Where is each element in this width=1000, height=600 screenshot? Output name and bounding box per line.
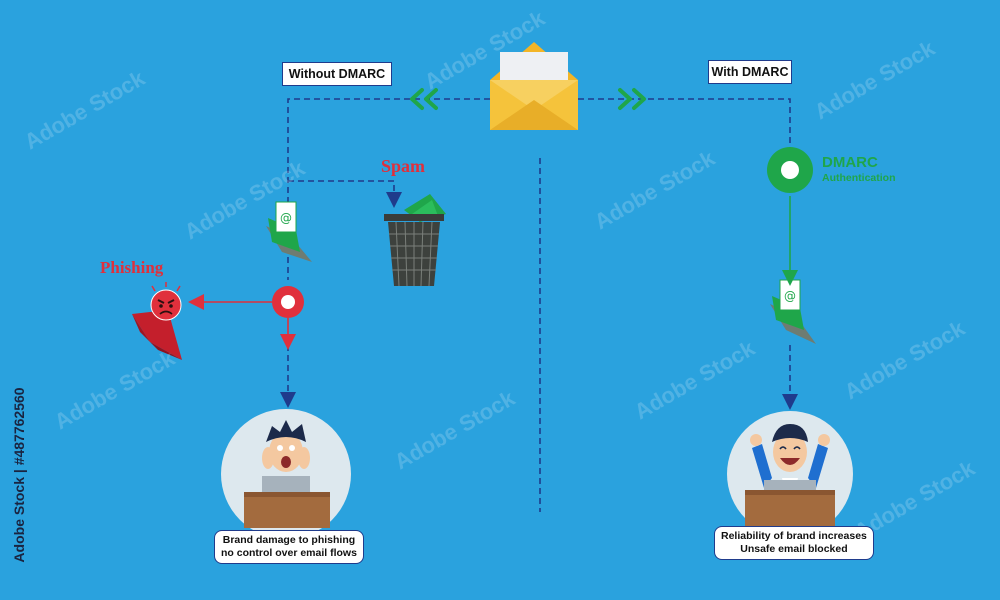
green-mail-icon: @ <box>266 201 312 262</box>
stressed-person-icon <box>221 409 351 539</box>
svg-text:Adobe Stock: Adobe Stock <box>840 315 970 404</box>
top-right-connector <box>578 98 791 150</box>
right-caption: Reliability of brand increases Unsafe em… <box>714 526 874 560</box>
chevron-left-icon <box>410 88 438 110</box>
red-checkpoint-icon <box>272 286 304 318</box>
top-left-connector <box>287 98 490 280</box>
trash-bin-icon <box>384 194 446 287</box>
chevron-right-icon <box>618 88 646 110</box>
right-caption-line-2: Unsafe email blocked <box>740 543 848 555</box>
green-checkpoint-icon <box>767 147 813 193</box>
stock-id-watermark: Adobe Stock | #487762560 <box>4 360 34 590</box>
phishing-label: Phishing <box>100 258 164 277</box>
svg-text:@: @ <box>784 289 796 303</box>
left-caption-line-2: no control over email flows <box>221 547 357 559</box>
svg-text:Adobe Stock: Adobe Stock <box>810 35 940 124</box>
svg-text:Adobe Stock: Adobe Stock <box>20 65 150 154</box>
dmarc-subtitle: Authentication <box>822 172 896 184</box>
svg-text:Adobe Stock: Adobe Stock <box>590 145 720 234</box>
spam-branch-connector <box>288 180 402 208</box>
svg-text:Adobe Stock: Adobe Stock <box>50 345 180 434</box>
envelope-icon <box>490 42 578 130</box>
green-mail-icon: @ <box>770 279 816 344</box>
with-dmarc-label: With DMARC <box>708 60 792 84</box>
svg-text:Adobe Stock: Adobe Stock <box>630 335 760 424</box>
spam-label: Spam <box>381 156 426 176</box>
phishing-mask-icon <box>132 282 182 360</box>
happy-person-icon <box>727 411 853 537</box>
svg-text:@: @ <box>280 211 292 225</box>
stock-id-text: Adobe Stock | #487762560 <box>11 387 27 563</box>
svg-text:Adobe Stock: Adobe Stock <box>390 385 520 474</box>
right-caption-line-1: Reliability of brand increases <box>721 530 867 542</box>
left-caption-line-1: Brand damage to phishing <box>222 534 356 546</box>
without-dmarc-label: Without DMARC <box>282 62 392 86</box>
left-caption: Brand damage to phishing no control over… <box>214 530 364 564</box>
dmarc-title: DMARC <box>822 154 878 171</box>
